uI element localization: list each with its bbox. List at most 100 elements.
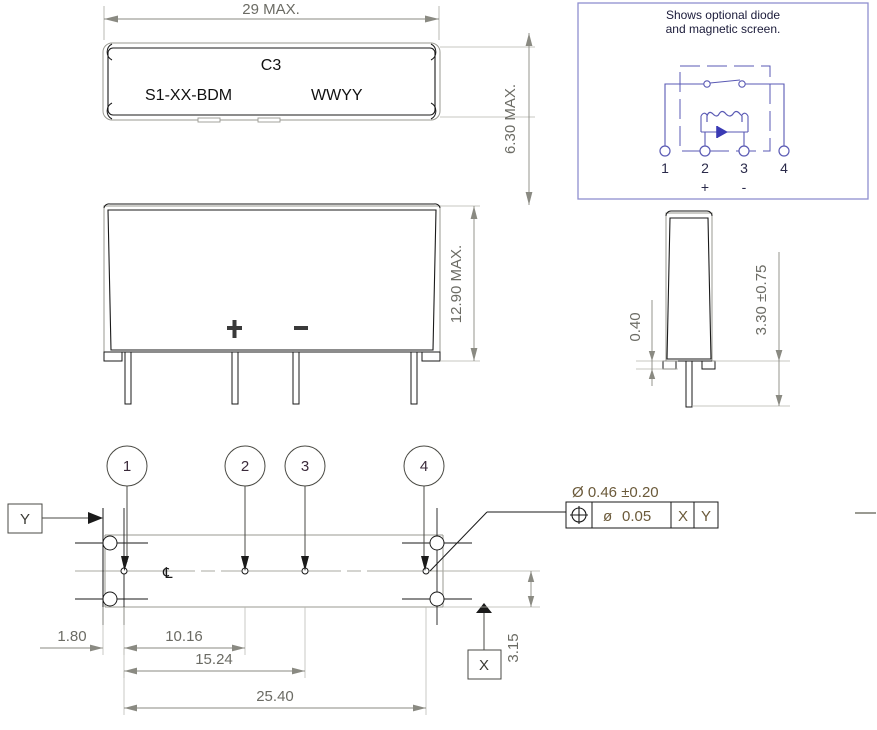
dim-1-80: 1.80 [40, 607, 104, 655]
dim-10-16: 10.16 [123, 607, 246, 655]
inset-border [577, 2, 869, 200]
schematic-switch-blade [709, 79, 741, 84]
top-view-group: C3 S1-XX-BDM WWYY [102, 42, 441, 123]
dim-label-10-16: 10.16 [165, 628, 203, 645]
schematic-polarity-plus: + [701, 179, 709, 195]
balloon-label-3: 3 [301, 458, 309, 475]
arrow-right [425, 15, 439, 23]
gdt-feature-control-frame: Ø 0.46 ±0.20 ø 0.05 X Y [429, 484, 719, 572]
gdt-frame-box [565, 501, 719, 529]
top-view-corner-arc-tl [106, 43, 113, 61]
datum-y-box [7, 503, 43, 534]
lead-hole-4 [422, 567, 430, 575]
dim-29-max: 29 MAX. [103, 1, 440, 40]
dim-3-15: 3.15 [443, 570, 540, 663]
schematic-pin-circle-3 [738, 145, 750, 157]
schematic-pin-circle-4 [778, 145, 790, 157]
arrow-left [124, 667, 137, 675]
arrow-upper [775, 350, 783, 361]
datum-feature-y: Y [7, 503, 103, 534]
datum-y-label: Y [20, 511, 30, 528]
top-view-corner-arc-tr [430, 43, 437, 61]
balloon-3: 3 [284, 445, 326, 571]
dim-0-40: 0.40 [627, 300, 678, 386]
top-view-notch-left [197, 117, 221, 123]
schematic-wire-pin1 [664, 83, 705, 146]
balloon-label-2: 2 [241, 458, 249, 475]
balloon-label-1: 1 [123, 458, 131, 475]
arrow-left [104, 15, 118, 23]
front-view-body-inner [107, 209, 437, 351]
top-view-notch-right [257, 117, 281, 123]
inset-note-line-1: Shows optional diode [666, 8, 780, 22]
dim-label-3-30: 3.30 ±0.75 [753, 265, 770, 336]
gdt-leader-diagonal [429, 511, 488, 572]
dim-15-24: 15.24 [123, 607, 306, 678]
arrow-right [413, 704, 426, 712]
dim-label-12-90-max: 12.90 MAX. [448, 245, 465, 323]
arrow-top [648, 351, 656, 361]
schematic-pin-circle-1 [659, 145, 671, 157]
front-view-top-edge [103, 203, 441, 209]
balloon-4: 4 [403, 445, 445, 571]
side-view-top-edge [665, 210, 713, 217]
schematic-polarity-minus: - [742, 179, 747, 195]
dim-label-29-max: 29 MAX. [242, 1, 300, 18]
top-view-corner-arc-bl [106, 102, 113, 120]
arrow-bottom [527, 596, 535, 607]
footprint-view-group: 1 2 3 4 ℄ [75, 445, 472, 625]
schematic-pin-label-1: 1 [661, 160, 669, 176]
top-view-datecode: WWYY [311, 87, 363, 104]
gdt-tolerance-value: 0.05 [622, 508, 651, 525]
magnetic-screen-dashed-box [679, 65, 771, 152]
dim-label-1-80: 1.80 [57, 628, 86, 645]
front-view-group [103, 203, 441, 405]
polarity-minus-mark [294, 326, 308, 330]
gdt-hole-size-label: Ø 0.46 ±0.20 [572, 484, 659, 501]
dim-label-0-40: 0.40 [627, 312, 644, 341]
schematic-coil-lead-left [700, 112, 708, 117]
gdt-diameter-symbol: ø [603, 508, 612, 525]
dim-25-40: 25.40 [123, 607, 427, 715]
schematic-pin-circle-2 [699, 145, 711, 157]
schematic-diode [716, 126, 729, 138]
balloon-1: 1 [106, 445, 148, 571]
datum-x-box [467, 649, 502, 680]
lead-hole-1 [120, 567, 128, 575]
dim-3-30: 3.30 ±0.75 [692, 252, 790, 407]
schematic-pin-label-2: 2 [701, 160, 709, 176]
dim-label-6-30-max: 6.30 MAX. [502, 84, 519, 154]
dim-label-25-40: 25.40 [256, 688, 294, 705]
datum-feature-x: X [467, 603, 502, 680]
arrow-right [232, 644, 245, 652]
top-view-part-number: S1-XX-BDM [145, 87, 232, 104]
arrow-right [90, 644, 103, 652]
mounting-hole-top-right [429, 535, 445, 551]
front-view-ledge-right [421, 351, 441, 362]
arrow-left [124, 704, 137, 712]
top-view-inner-body [107, 47, 436, 116]
mounting-hole-top-left [102, 535, 118, 551]
front-view-ledge-left [103, 351, 123, 362]
schematic-coil-lead-right [741, 112, 749, 117]
datum-x-label: X [479, 657, 489, 674]
datum-x-triangle [476, 603, 492, 613]
side-view-group [662, 210, 716, 408]
schematic-pin-label-4: 4 [780, 160, 788, 176]
centerline-symbol: ℄ [162, 565, 173, 582]
polarity-plus-mark [227, 320, 242, 338]
arrow-top [470, 206, 478, 219]
gdt-datum-secondary: Y [701, 508, 711, 525]
inset-note-line-2: and magnetic screen. [666, 22, 781, 36]
front-view-lead-1 [124, 351, 132, 405]
top-view-corner-arc-br [430, 102, 437, 120]
side-view-body-inner [666, 217, 712, 360]
arrow-top [525, 33, 533, 46]
schematic-wire-pin4 [744, 83, 785, 146]
top-view-part-marking-c3: C3 [261, 57, 282, 74]
schematic-coil [706, 110, 743, 122]
dim-6-30-max: 6.30 MAX. [440, 33, 535, 205]
schematic-contact-left [703, 80, 711, 88]
